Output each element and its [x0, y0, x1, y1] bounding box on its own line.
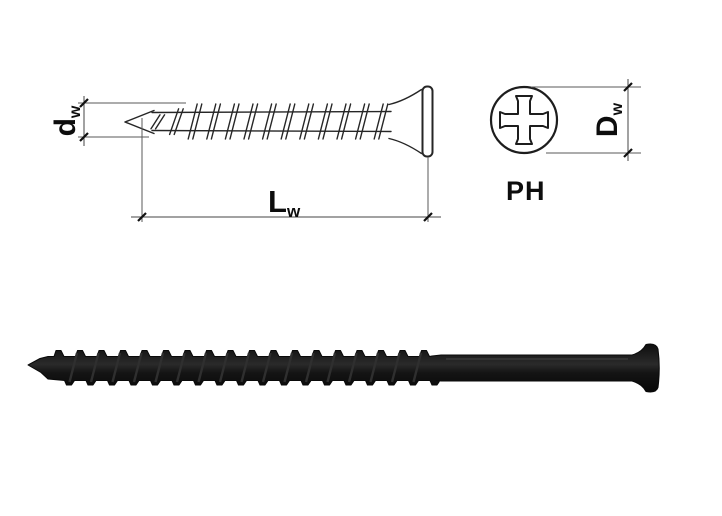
dimension-thread-diameter: dw	[49, 96, 186, 146]
drive-type-label: PH	[506, 176, 546, 206]
dw-tick-marks	[79, 98, 89, 142]
photo-screw-silhouette	[27, 343, 660, 393]
screw-head-flare	[388, 88, 423, 155]
lw-extension-lines	[141, 118, 429, 222]
lw-label: Lw	[268, 184, 301, 221]
photo-thread-helix-lines	[68, 352, 423, 383]
dw-extension-lines	[78, 102, 186, 138]
lw-tick-marks	[137, 212, 433, 222]
dimension-head-diameter: Dw	[531, 79, 641, 161]
Dw-label: Dw	[591, 102, 626, 137]
dw-label: dw	[49, 105, 84, 136]
screw-core-outline	[151, 110, 392, 133]
dimension-screw-length: Lw	[131, 118, 441, 222]
screw-head-top-view: PH	[489, 85, 559, 206]
screw-thread-flights	[150, 103, 389, 140]
screw-head-face	[421, 85, 434, 158]
phillips-cross-icon	[499, 95, 549, 145]
Dw-tick-marks	[623, 82, 633, 158]
screw-side-view-drawing	[124, 85, 434, 158]
screw-tip-outline	[124, 109, 155, 135]
screw-product-photo	[27, 343, 660, 393]
Dw-extension-lines	[531, 86, 641, 154]
